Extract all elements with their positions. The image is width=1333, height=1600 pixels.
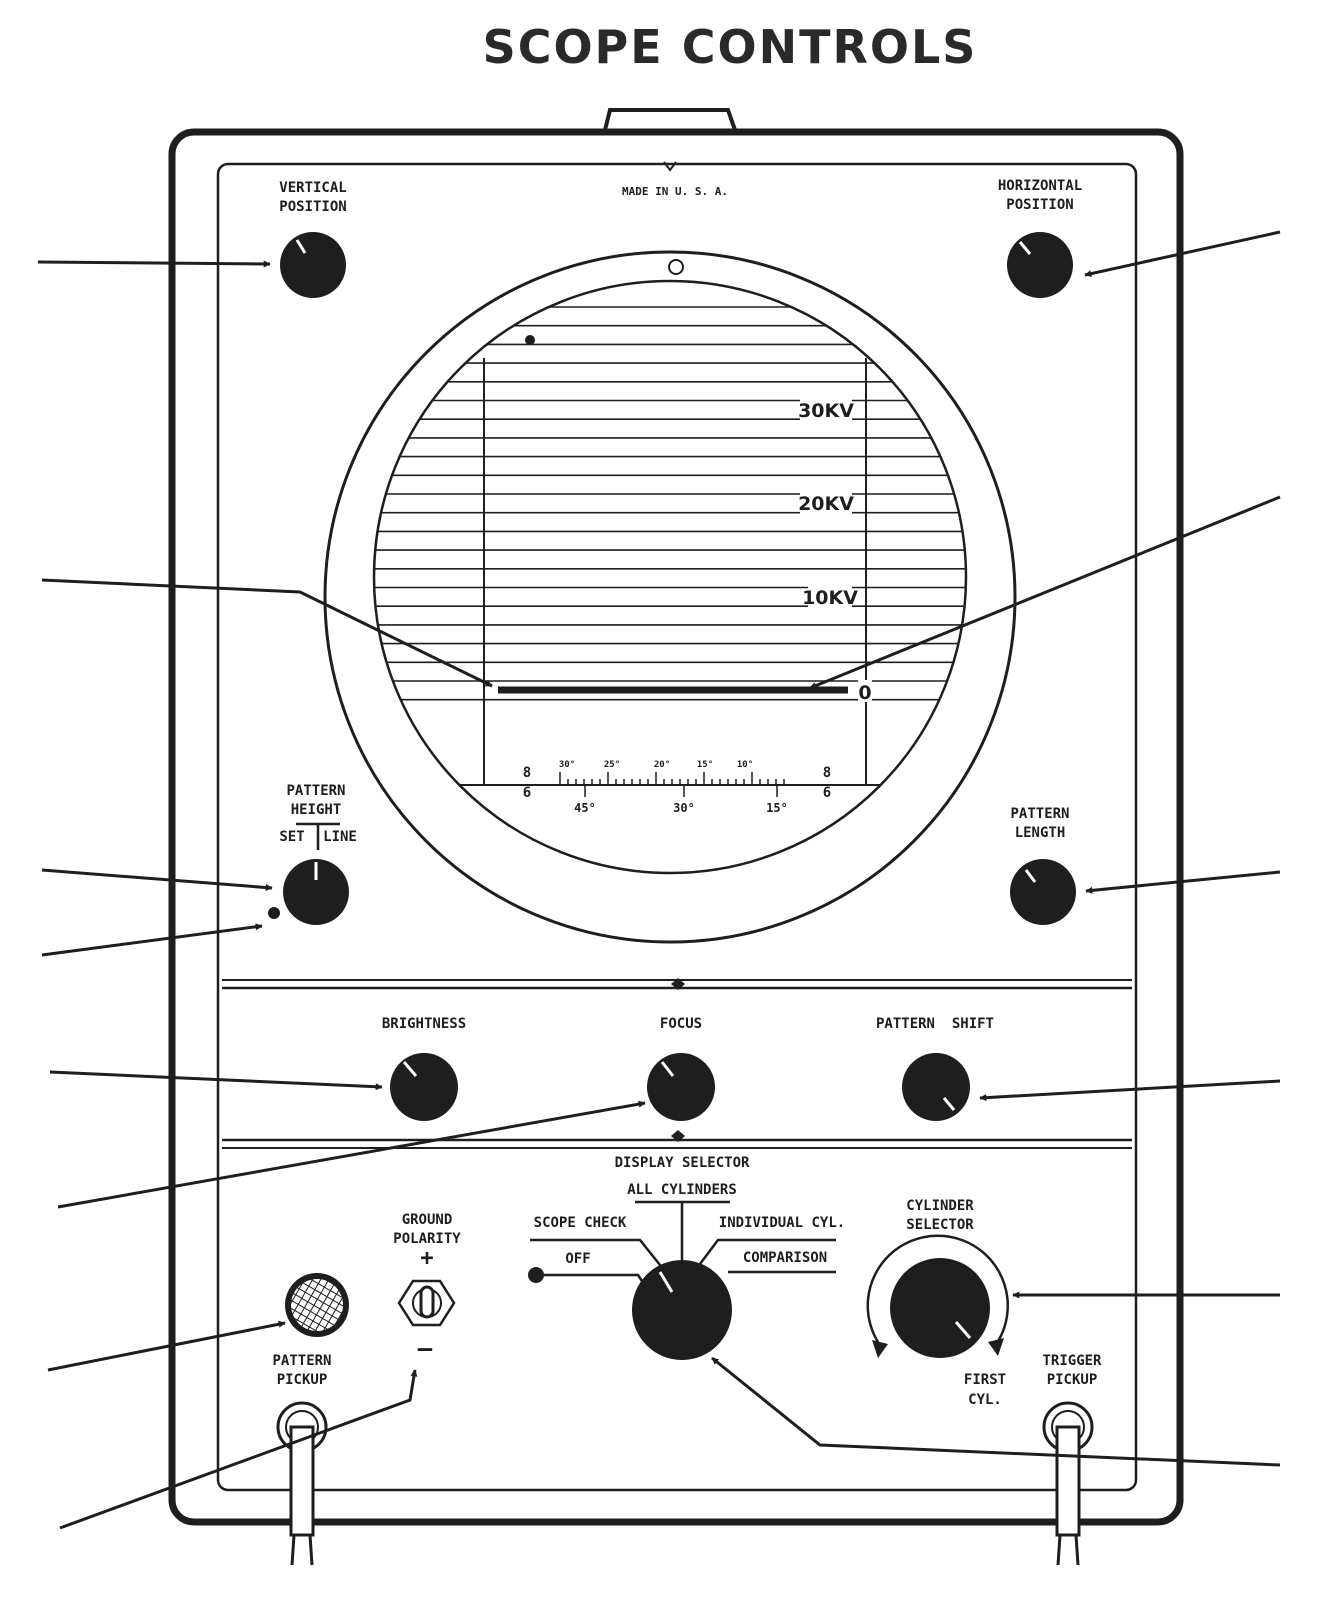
pattern-height-knob[interactable]	[283, 859, 349, 925]
upper-degree-label: 30°	[559, 760, 575, 770]
callout-arrow	[57, 1100, 646, 1209]
cylinder-selector-range-arc	[866, 1234, 1009, 1358]
callout-arrow	[711, 1356, 1281, 1467]
callout-arrow	[1085, 870, 1281, 894]
pattern-height-indicator-dot	[268, 907, 280, 919]
display-selector-label: DISPLAY SELECTOR	[615, 1155, 750, 1171]
page-title: SCOPE CONTROLS	[482, 20, 978, 74]
side-digit-left-top: 8	[523, 765, 531, 781]
side-digit-right-top: 8	[823, 765, 831, 781]
brightness-label: BRIGHTNESS	[382, 1016, 466, 1032]
horizontal-position-label: POSITION	[1006, 197, 1073, 213]
cylinder-selector-label: SELECTOR	[906, 1217, 974, 1233]
first-cyl-label: FIRST	[964, 1372, 1006, 1388]
zero-mark: 0	[858, 682, 871, 704]
side-digit-right-bottom: 6	[823, 785, 831, 801]
ground-polarity-label: POLARITY	[393, 1231, 461, 1247]
focus-label: FOCUS	[660, 1016, 702, 1032]
callout-arrow	[41, 578, 493, 688]
horizontal-position-knob[interactable]	[1007, 232, 1073, 298]
off-position-dot	[528, 1267, 544, 1283]
kv-label-20: 20KV	[798, 493, 854, 515]
pattern-pickup-cable	[289, 1425, 315, 1566]
callout-arrow	[37, 260, 271, 268]
set-label: SET	[279, 829, 304, 845]
upper-degree-label: 20°	[654, 760, 670, 770]
line-label: LINE	[323, 829, 357, 845]
off-label: OFF	[565, 1251, 590, 1267]
kv-label-10: 10KV	[802, 587, 858, 609]
lower-degree-label: 45°	[574, 801, 596, 815]
pattern-pickup-label: PATTERN	[272, 1353, 331, 1369]
made-in-label: MADE IN U. S. A.	[622, 185, 728, 198]
plus-sign: +	[420, 1246, 433, 1271]
set-line-marker	[296, 822, 340, 850]
side-digit-left-bottom: 6	[523, 785, 531, 801]
callout-arrow	[41, 923, 263, 957]
callout-arrow	[47, 1320, 286, 1372]
pattern-height-label: HEIGHT	[291, 802, 342, 818]
pattern-shift-knob[interactable]	[902, 1053, 970, 1121]
kv-scale: 30KV 20KV 10KV	[798, 399, 858, 609]
callout-arrow	[809, 495, 1281, 690]
brightness-knob[interactable]	[390, 1053, 458, 1121]
all-cylinders-label: ALL CYLINDERS	[627, 1182, 737, 1198]
trigger-pickup-cable	[1055, 1425, 1081, 1566]
vertical-position-knob[interactable]	[280, 232, 346, 298]
focus-knob[interactable]	[647, 1053, 715, 1121]
pattern-length-label: LENGTH	[1015, 825, 1066, 841]
lower-degree-label: 30°	[673, 801, 695, 815]
callout-arrow	[49, 1070, 383, 1091]
pattern-pickup-label: PICKUP	[277, 1372, 328, 1388]
minus-sign: –	[418, 1334, 433, 1362]
pattern-length-label: PATTERN	[1010, 806, 1069, 822]
upper-degree-label: 10°	[737, 760, 753, 770]
pattern-pickup-mesh-icon	[285, 1273, 349, 1337]
cylinder-selector-knob[interactable]	[890, 1258, 990, 1358]
pattern-height-label: PATTERN	[286, 783, 345, 799]
scope-trace: 0	[498, 680, 872, 704]
callout-arrow	[1084, 230, 1281, 278]
vertical-position-label: POSITION	[279, 199, 346, 215]
crt-screen	[372, 279, 968, 875]
lower-degree-label: 15°	[766, 801, 788, 815]
callout-arrow	[59, 1369, 418, 1530]
individual-cyl-label: INDIVIDUAL CYL.	[719, 1215, 845, 1231]
first-cyl-label: CYL.	[968, 1392, 1002, 1408]
comparison-label: COMPARISON	[743, 1250, 827, 1266]
ground-polarity-label: GROUND	[402, 1212, 453, 1228]
scope-check-label: SCOPE CHECK	[534, 1215, 627, 1231]
display-selector-knob[interactable]	[632, 1260, 732, 1360]
pattern-shift-label: PATTERN SHIFT	[876, 1016, 994, 1032]
trigger-pickup-label: TRIGGER	[1042, 1353, 1102, 1369]
vertical-position-label: VERTICAL	[279, 180, 346, 196]
upper-degree-label: 25°	[604, 760, 620, 770]
trigger-pickup-label: PICKUP	[1047, 1372, 1098, 1388]
divider-diamond	[671, 978, 685, 990]
kv-label-30: 30KV	[798, 400, 854, 422]
dwell-scale: 8 6 8 6 30° 25° 20° 15° 10° 45° 30° 15°	[523, 760, 831, 815]
pattern-length-knob[interactable]	[1010, 859, 1076, 925]
horizontal-position-label: HORIZONTAL	[998, 178, 1082, 194]
ground-polarity-switch[interactable]	[397, 1279, 456, 1327]
callout-arrow	[41, 868, 273, 891]
callout-arrows	[37, 230, 1281, 1530]
upper-degree-label: 15°	[697, 760, 713, 770]
divider-diamond	[671, 1130, 685, 1142]
callout-arrow	[979, 1079, 1281, 1102]
cylinder-selector-label: CYLINDER	[906, 1198, 974, 1214]
